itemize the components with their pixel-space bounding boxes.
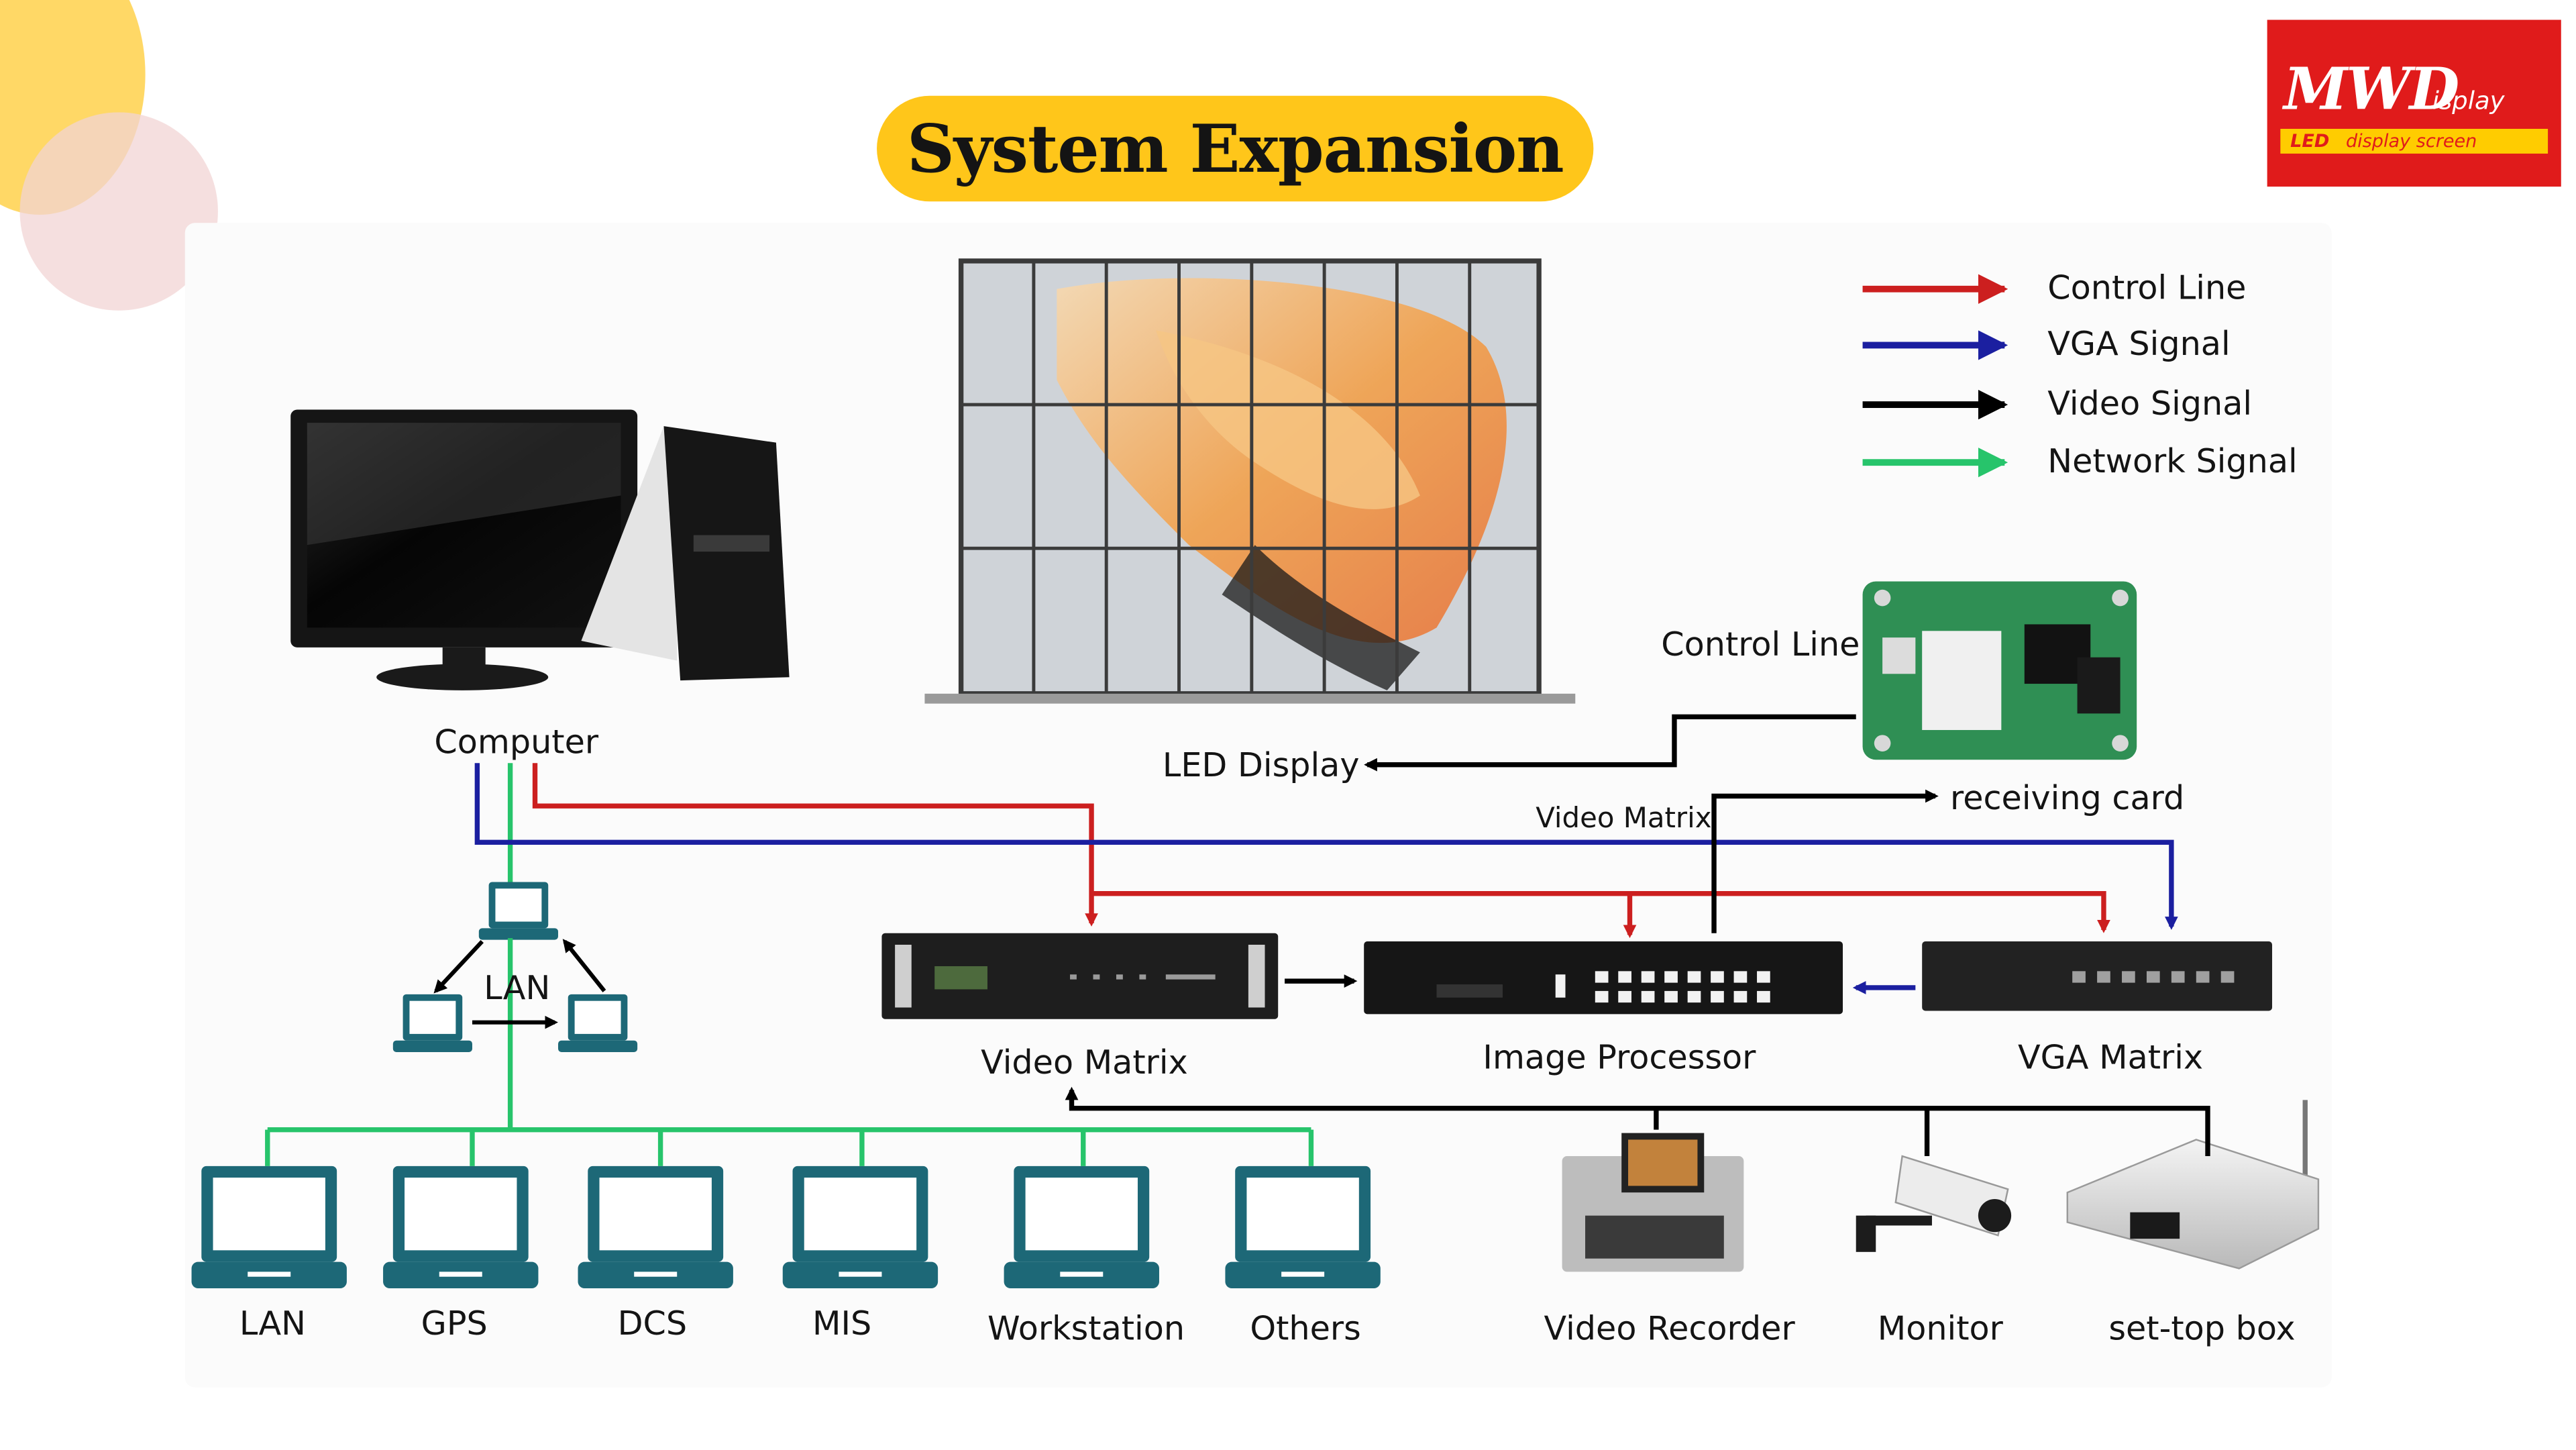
title-banner: System Expansion <box>877 95 1594 202</box>
video-recorder-label: Video Recorder <box>1544 1308 1795 1348</box>
network-clients <box>191 1166 1381 1288</box>
vga-signal-paths <box>474 763 2178 994</box>
vga-matrix-label: VGA Matrix <box>2017 1037 2204 1077</box>
client-label-mis: MIS <box>812 1303 872 1343</box>
set-top-box-label: set-top box <box>2108 1308 2296 1348</box>
client-laptop-dcs <box>578 1166 733 1288</box>
brand-logo: MWD isplay LED display screen <box>2267 19 2561 187</box>
network-signal-lines <box>265 763 1314 1166</box>
legend-label-network: Network Signal <box>2047 441 2298 481</box>
logo-strip: LED display screen <box>2280 128 2548 154</box>
led-display-label: LED Display <box>1162 745 1360 785</box>
client-label-workstation: Workstation <box>987 1308 1185 1348</box>
receiving-card-label: receiving card <box>1950 778 2185 818</box>
video-matrix-label: Video Matrix <box>981 1042 1188 1082</box>
logo-strip-screen: screen <box>2416 130 2477 152</box>
logo-strip-display: display <box>2345 130 2411 152</box>
client-label-others: Others <box>1250 1308 1361 1348</box>
client-laptop-lan <box>191 1166 347 1288</box>
lan-cluster <box>392 882 638 1052</box>
client-laptop-gps <box>383 1166 539 1288</box>
client-laptop-others <box>1225 1166 1381 1288</box>
page-title: System Expansion <box>906 109 1564 188</box>
legend-label-video: Video Signal <box>2047 383 2253 423</box>
client-laptop-mis <box>782 1166 938 1288</box>
lan-arrows <box>433 939 606 1029</box>
vga-matrix-device <box>1922 941 2273 1011</box>
monitor-camera-image <box>1856 1155 2012 1252</box>
client-label-gps: GPS <box>421 1303 488 1343</box>
control-line-label: Control Line <box>1661 624 1860 664</box>
legend-label-control: Control Line <box>2047 267 2247 307</box>
client-label-lan: LAN <box>239 1303 306 1343</box>
video-matrix-flow-label: Video Matrix <box>1536 802 1712 836</box>
logo-strip-led: LED <box>2290 130 2330 152</box>
computer-image <box>290 409 790 690</box>
legend <box>1862 274 2008 478</box>
client-label-dcs: DCS <box>617 1303 688 1343</box>
logo-sub-text: isplay <box>2432 85 2505 116</box>
lan-center-label: LAN <box>484 968 551 1008</box>
set-top-box-image <box>2066 1100 2320 1270</box>
logo-main-text: MWD <box>2284 56 2459 124</box>
video-signal-paths <box>1065 714 2210 1157</box>
computer-label: Computer <box>434 721 599 762</box>
client-laptop-workstation <box>1004 1166 1159 1288</box>
receiving-card-image <box>1862 581 2137 760</box>
monitor-label: Monitor <box>1877 1308 2003 1348</box>
video-recorder-image <box>1562 1133 1744 1272</box>
legend-label-vga: VGA Signal <box>2047 323 2231 364</box>
image-processor-label: Image Processor <box>1483 1037 1756 1077</box>
led-display-image <box>924 258 1576 704</box>
video-matrix-device <box>881 933 1279 1019</box>
control-line-paths <box>532 763 2110 939</box>
image-processor-device <box>1364 941 1843 1015</box>
